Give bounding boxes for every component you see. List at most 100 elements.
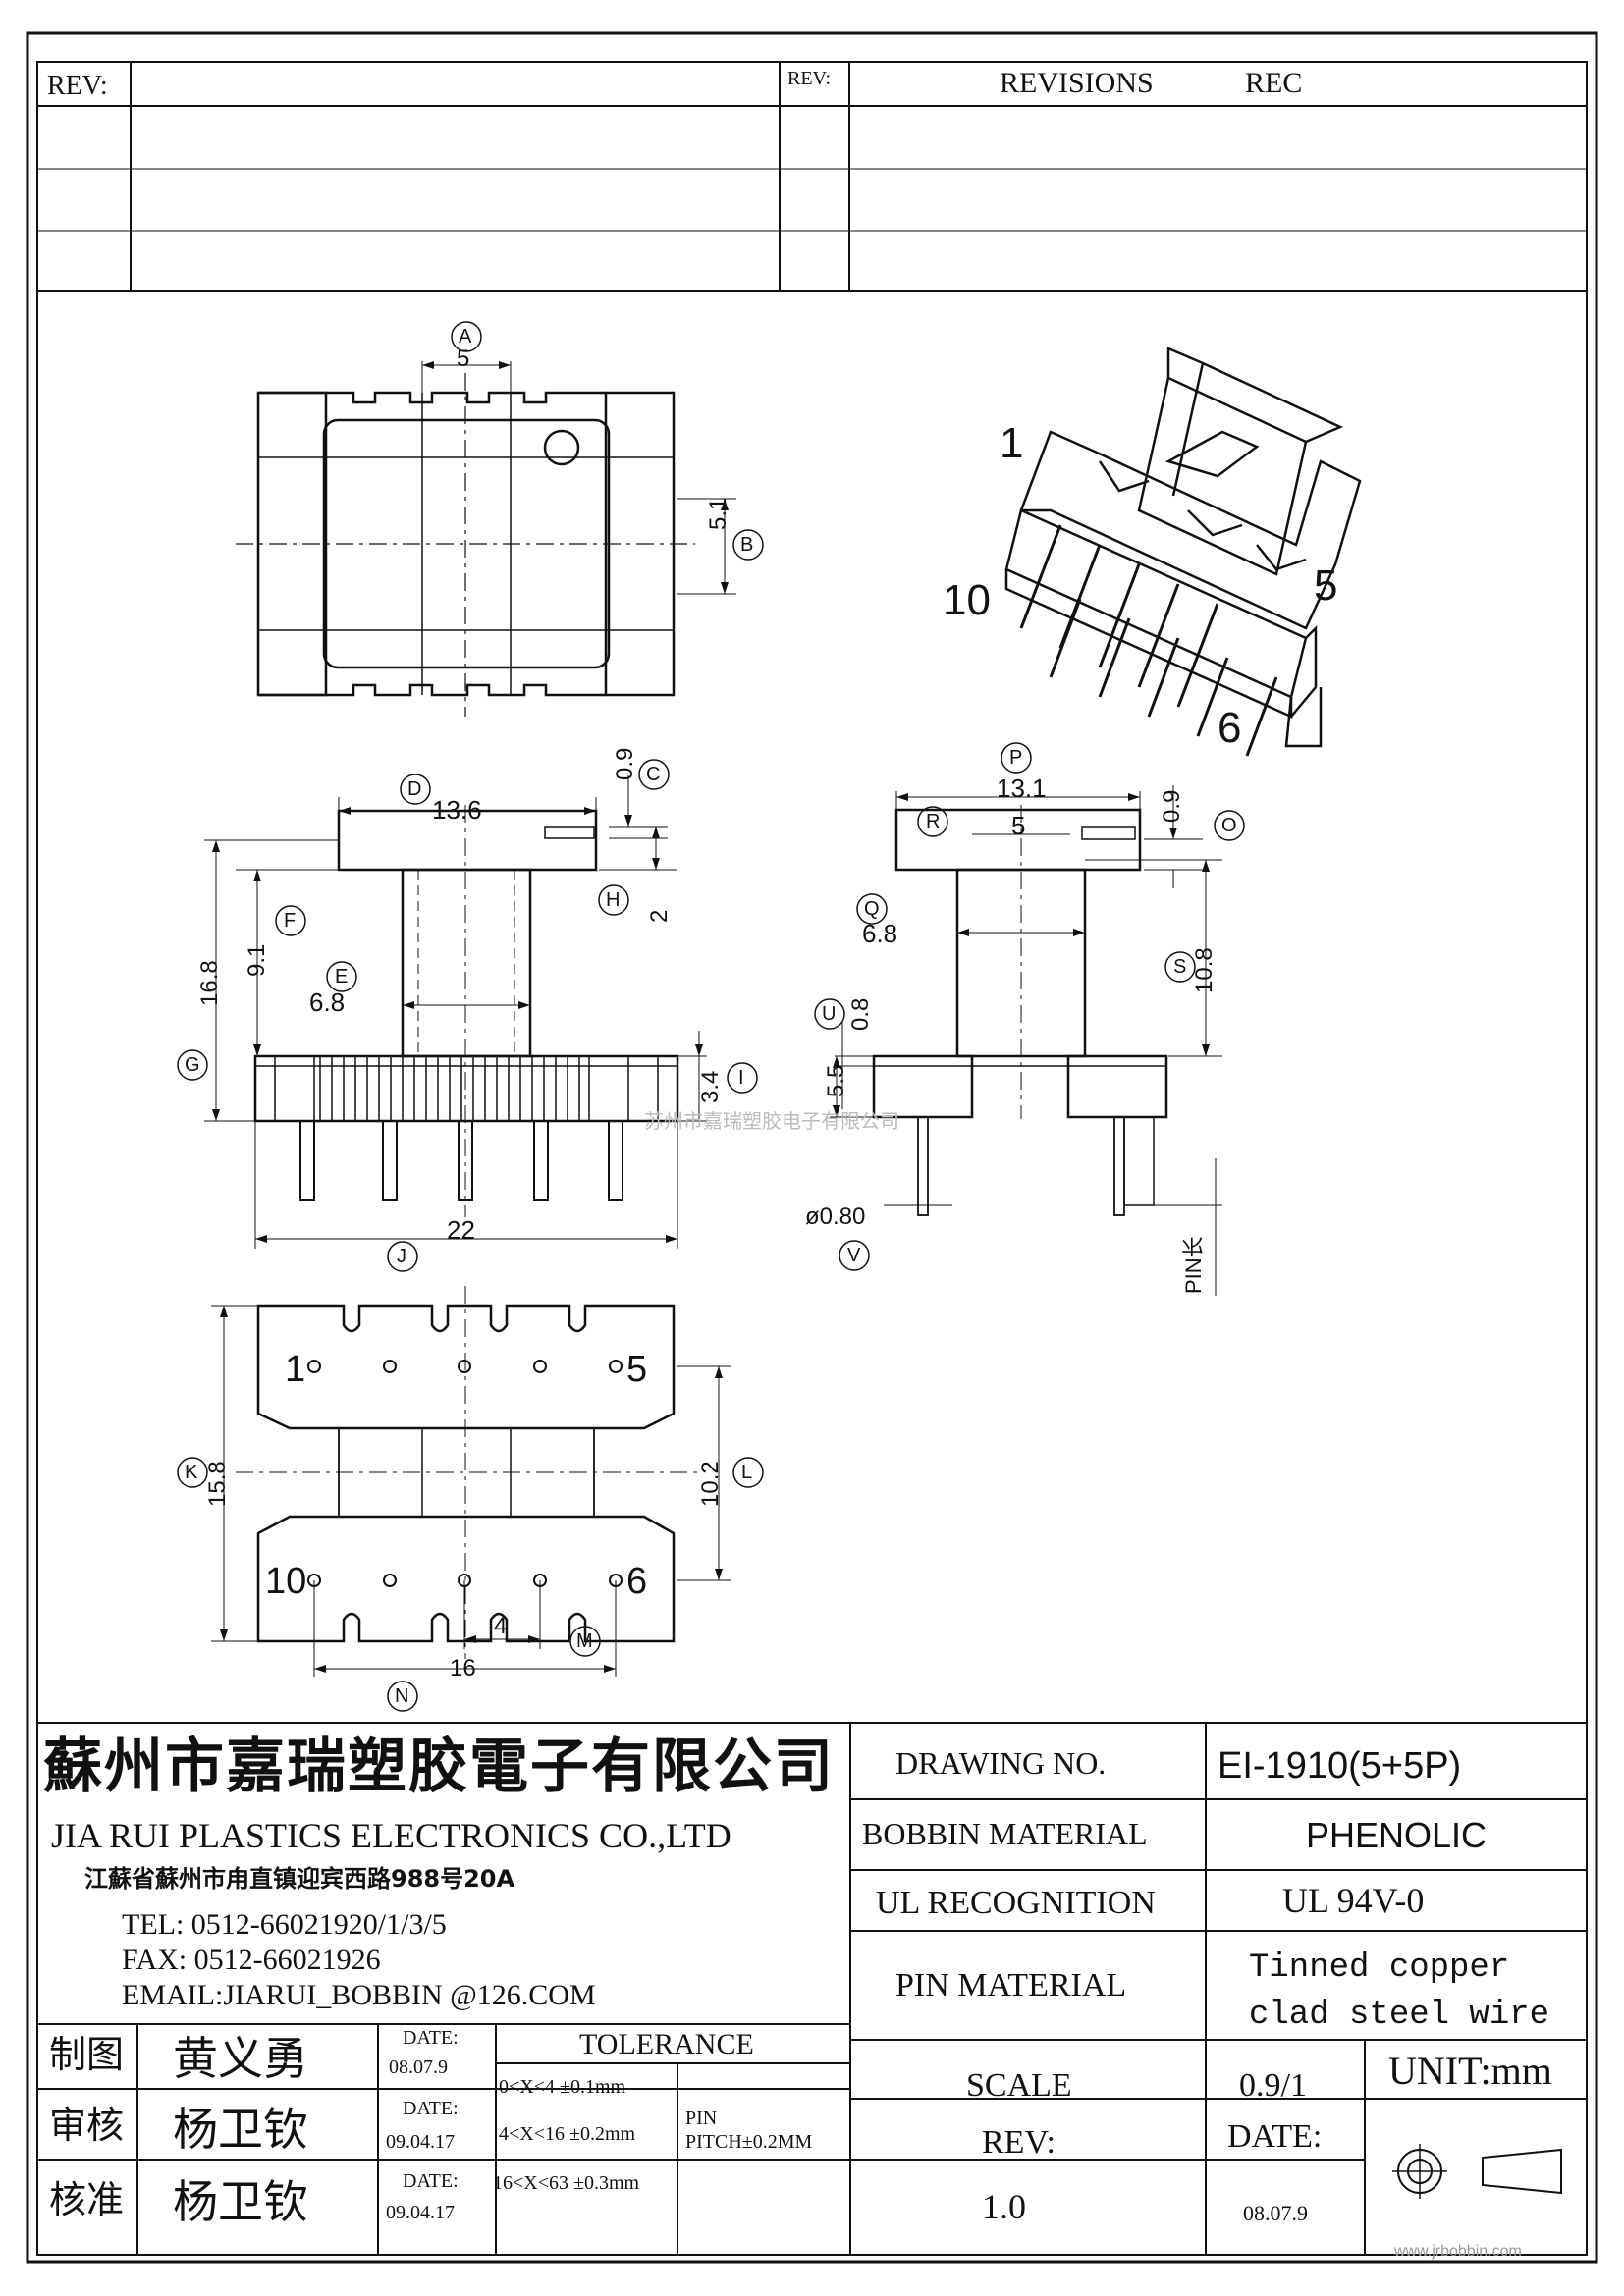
dim-t-value: 5.5 [823,1064,849,1097]
tolerance-label: TOLERANCE [579,2028,754,2060]
label-s: S [1173,956,1187,978]
dim-j-value: 22 [447,1215,475,1245]
check-label: 审核 [49,2104,125,2147]
approved-by: 杨卫钦 [173,2175,308,2228]
dim-c-value: 0.9 [612,747,638,780]
rec-label: REC [1245,67,1303,99]
label-l: L [741,1462,753,1483]
label-o: O [1221,815,1237,836]
dim-k-value: 15.8 [204,1461,231,1507]
drawing-no-value: EI-1910(5+5P) [1218,1745,1462,1787]
rev-label: REV: [982,2124,1056,2161]
company-name-en: JIA RUI PLASTICS ELECTRONICS CO.,LTD [51,1816,731,1855]
pin-material-line1: Tinned copper [1249,1949,1510,1987]
label-j: J [397,1246,406,1267]
approve-date-label: DATE: [403,2170,459,2192]
dim-g-value: 16.8 [196,960,223,1006]
label-i: I [738,1067,744,1089]
dim-u-value: 0.8 [847,997,874,1031]
ul-recognition-value: UL 94V-0 [1282,1881,1425,1920]
company-address: 江蘇省蘇州市甪直镇迎宾西路988号20A [84,1865,515,1893]
drawn-label: 制图 [49,2033,125,2076]
bottom-pin-10: 10 [265,1561,307,1602]
drawn-date: 08.07.9 [389,2056,448,2078]
company-email: EMAIL:JIARUI_BOBBIN @126.COM [122,1979,596,2011]
drawn-by: 黄义勇 [173,2032,308,2085]
dim-v-value: ø0.80 [805,1203,866,1230]
tolerance-row-1: 0<X<4 ±0.1mm [499,2076,626,2098]
bobbin-material-value: PHENOLIC [1306,1815,1488,1855]
dim-i-value: 3.4 [697,1070,724,1103]
iso-pin-6: 6 [1218,704,1242,752]
dim-a-value: 5 [457,346,470,372]
revisions-label: REVISIONS [1000,67,1154,99]
bobbin-material-label: BOBBIN MATERIAL [862,1816,1148,1851]
watermark: 苏州市嘉瑞塑胶电子有限公司 [644,1109,899,1133]
dim-b-value: 5.1 [705,497,731,530]
approve-label: 核准 [49,2178,125,2221]
date-label: DATE: [1227,2118,1323,2155]
label-p: P [1009,747,1023,769]
dim-m-value: 4 [494,1613,508,1639]
dim-s-value: 10.8 [1191,947,1218,993]
iso-pin-5: 5 [1314,561,1338,610]
drawn-date-label: DATE: [403,2027,459,2049]
label-r: R [926,811,941,832]
label-e: E [335,966,349,988]
dim-p-value: 13.1 [997,774,1047,803]
bottom-pin-1: 1 [285,1349,306,1390]
scale-label: SCALE [966,2067,1072,2104]
ul-recognition-label: UL RECOGNITION [876,1885,1156,1921]
scale-value: 0.9/1 [1239,2067,1307,2104]
bottom-pin-6: 6 [626,1561,648,1602]
company-fax: FAX: 0512-66021926 [122,1944,381,1976]
iso-pin-1: 1 [1000,419,1024,467]
dim-e-value: 6.8 [309,988,346,1017]
label-h: H [606,889,621,911]
dim-r-value: 5 [1011,811,1026,840]
dim-q-value: 6.8 [862,919,898,948]
label-g: G [185,1054,200,1076]
drawing-no-label: DRAWING NO. [895,1745,1107,1781]
dim-f-value: 9.1 [244,943,270,977]
dim-h-value: 2 [646,909,673,923]
company-name-cn: 蘇州市嘉瑞塑胶電子有限公司 [43,1733,835,1801]
rev-value: 1.0 [982,2187,1026,2226]
approve-date: 09.04.17 [386,2202,455,2223]
checked-by: 杨卫钦 [173,2103,308,2156]
label-m: M [576,1630,593,1652]
check-date-label: DATE: [403,2098,459,2119]
pin-material-line2: clad steel wire [1249,1997,1550,2034]
rev-label-left: REV: [47,71,108,101]
check-date: 09.04.17 [386,2131,455,2153]
unit-label: UNIT:mm [1388,2049,1552,2093]
label-q: Q [864,898,880,920]
company-tel: TEL: 0512-66021920/1/3/5 [122,1908,447,1941]
dim-o-value: 0.9 [1159,789,1185,823]
pin-pitch-line1: PIN [685,2108,718,2129]
label-a: A [459,326,472,347]
rev-label-right: REV: [787,68,832,89]
tolerance-row-2: 4<X<16 ±0.2mm [499,2123,636,2145]
label-n: N [395,1685,409,1707]
bottom-pin-5: 5 [626,1349,648,1390]
tolerance-row-3: 16<X<63 ±0.3mm [493,2172,640,2194]
pin-material-label: PIN MATERIAL [895,1967,1127,2003]
date-value: 08.07.9 [1243,2201,1308,2225]
dim-n-value: 16 [450,1655,476,1682]
dim-d-value: 13.6 [432,795,482,825]
label-k: K [185,1462,198,1483]
label-v: V [847,1245,861,1266]
label-u: U [822,1003,837,1025]
pin-length-label: PIN长 [1181,1236,1206,1294]
label-b: B [740,534,754,556]
pin-pitch-line2: PITCH±0.2MM [685,2131,813,2153]
label-f: F [284,910,297,932]
dim-l-value: 10.2 [697,1461,724,1507]
website: www.jrbobbin.com [1394,2243,1522,2260]
iso-pin-10: 10 [943,576,991,624]
label-c: C [646,764,661,785]
label-d: D [407,778,422,800]
